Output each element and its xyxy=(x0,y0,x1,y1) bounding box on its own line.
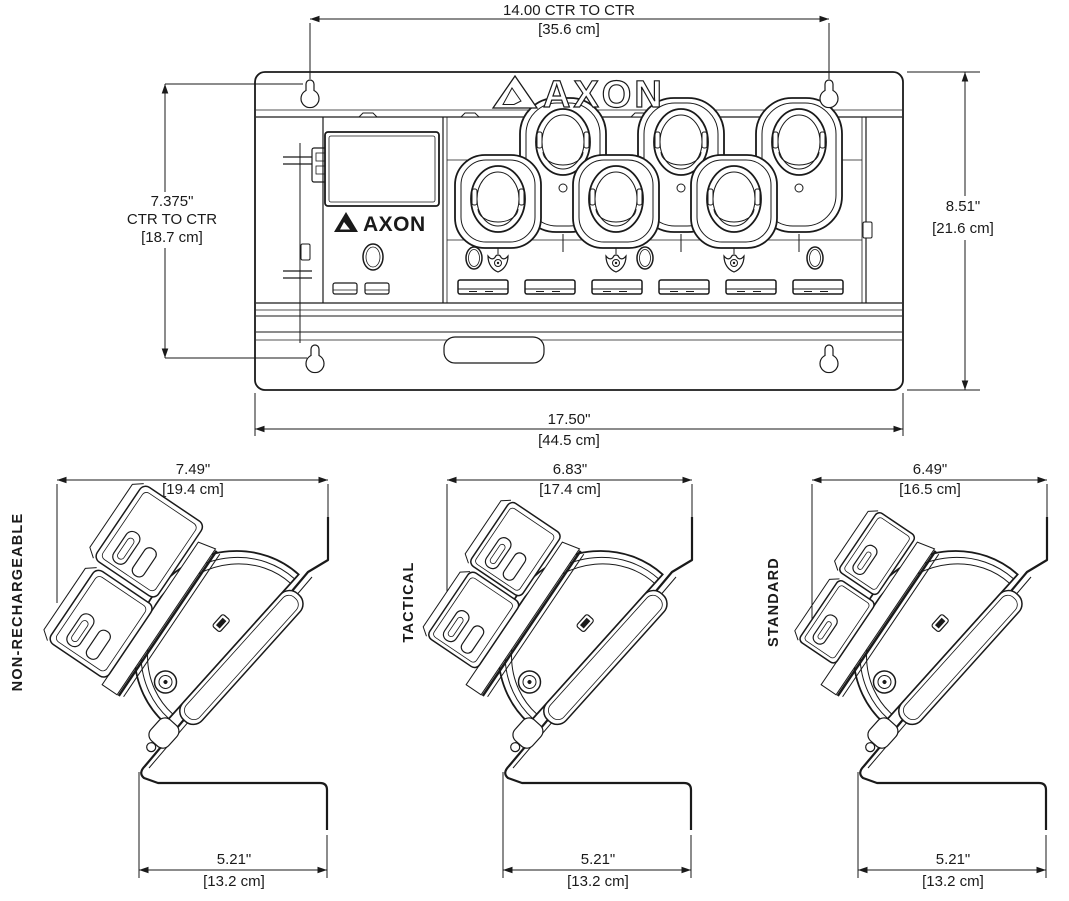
tray-handle-notch xyxy=(443,336,545,364)
vent-slot xyxy=(792,279,844,295)
indicator-oval xyxy=(636,246,654,270)
dim-left-in: 7.375" xyxy=(151,193,194,210)
dim-text: [13.2 cm] xyxy=(922,873,984,890)
side-view-tactical: TACTICAL 6.83" [17.4 cm] 5.21" xyxy=(401,461,694,890)
mount-bracket-profile xyxy=(504,517,694,830)
dim-text: [13.2 cm] xyxy=(567,873,629,890)
vent-slot xyxy=(725,279,777,295)
cradle-bottom-1 xyxy=(454,154,542,249)
front-view: AXON xyxy=(114,2,1013,449)
dim-left-ctr: CTR TO CTR xyxy=(127,211,217,228)
axon-logo-front-text: AXON xyxy=(543,74,665,116)
dim-text: 6.83" xyxy=(553,461,588,478)
dim-right-in: 8.51" xyxy=(946,198,981,215)
vent-slot xyxy=(524,279,576,295)
side-view-label: NON-RECHARGEABLE xyxy=(10,513,26,692)
vent-slot xyxy=(658,279,710,295)
side-view-label: STANDARD xyxy=(766,557,782,647)
dim-text: 5.21" xyxy=(936,851,971,868)
mount-bracket-profile xyxy=(859,517,1049,830)
dim-side1-bottom: 5.21" [13.2 cm] xyxy=(138,772,328,890)
dim-text: [16.5 cm] xyxy=(899,481,961,498)
indicator-oval xyxy=(806,246,824,270)
axon-logo-module: AXON xyxy=(334,212,426,236)
axon-logo-front-large: AXON xyxy=(491,73,665,117)
dim-text: 6.49" xyxy=(913,461,948,478)
charging-bays xyxy=(454,97,844,295)
side-view-label: TACTICAL xyxy=(401,561,417,642)
dim-text: 5.21" xyxy=(581,851,616,868)
side-view-standard: STANDARD 6.49" [16.5 cm] 5.21" xyxy=(766,461,1049,890)
dim-text: 7.49" xyxy=(176,461,211,478)
dim-width: 17.50" [44.5 cm] xyxy=(254,393,904,449)
dim-side1-top: 7.49" [19.4 cm] xyxy=(57,461,328,498)
dim-side3-top: 6.49" [16.5 cm] xyxy=(812,461,1047,498)
cradle-bottom-2 xyxy=(572,154,660,249)
side-view-non-rechargeable: NON-RECHARGEABLE 7.49" [19.4 cm] 5. xyxy=(10,461,330,890)
axon-logo-module-text: AXON xyxy=(363,213,426,236)
dim-ctr-to-ctr-horizontal: 14.00 CTR TO CTR [35.6 cm] xyxy=(309,2,830,79)
display-screen xyxy=(324,131,440,207)
dim-bottom-in: 17.50" xyxy=(548,411,591,428)
dim-text: [19.4 cm] xyxy=(162,481,224,498)
indicator-oval xyxy=(465,246,483,270)
dim-text: 5.21" xyxy=(217,851,252,868)
dim-right-cm: [21.6 cm] xyxy=(932,220,994,237)
dim-bottom-cm: [44.5 cm] xyxy=(538,432,600,449)
cradle-bottom-3 xyxy=(690,154,778,249)
dim-height: 8.51" [21.6 cm] xyxy=(907,71,1013,391)
device-standard xyxy=(785,505,1028,765)
dim-text: [17.4 cm] xyxy=(539,481,601,498)
dim-side3-bottom: 5.21" [13.2 cm] xyxy=(857,772,1047,890)
vent-slot xyxy=(591,279,643,295)
dim-side2-top: 6.83" [17.4 cm] xyxy=(447,461,692,498)
device-tactical xyxy=(414,495,673,765)
dim-side2-bottom: 5.21" [13.2 cm] xyxy=(502,772,692,890)
dim-top-in: 14.00 CTR TO CTR xyxy=(503,2,635,19)
dim-top-cm: [35.6 cm] xyxy=(538,21,600,38)
dim-text: [13.2 cm] xyxy=(203,873,265,890)
dim-ctr-to-ctr-vertical: 7.375" CTR TO CTR [18.7 cm] xyxy=(114,83,307,359)
dim-left-cm: [18.7 cm] xyxy=(141,229,203,246)
vent-slot xyxy=(457,279,509,295)
display-module: AXON xyxy=(324,131,440,295)
mount-bracket-profile xyxy=(140,517,330,830)
